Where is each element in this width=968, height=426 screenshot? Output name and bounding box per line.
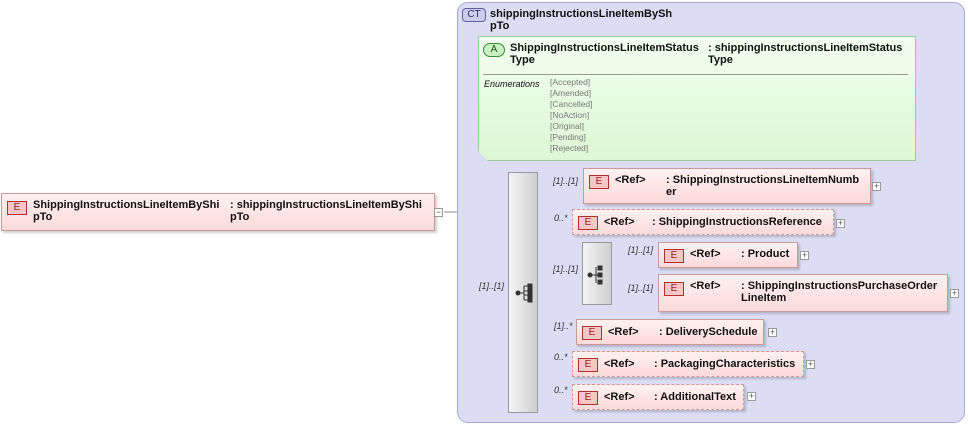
element-name: : ShippingInstructionsPurchaseOrder Line… [741, 280, 938, 304]
element-name: : Product [741, 248, 790, 260]
element-shipping-instructions-line-item-number[interactable]: E <Ref> : ShippingInstructionsLineItemNu… [583, 168, 871, 204]
root-element-box[interactable]: E ShippingInstructionsLineItemByShi pTo … [1, 193, 435, 231]
cardinality-label: [1]..* [554, 321, 573, 331]
complex-type-name: shippingInstructionsLineItemBySh pTo [490, 8, 673, 32]
complex-type-badge: CT [462, 8, 486, 22]
enum-value: [Pending] [550, 132, 586, 142]
expand-icon[interactable]: + [747, 391, 756, 401]
ref-label: <Ref> [608, 326, 639, 338]
element-badge: E [664, 249, 684, 263]
enum-value: [Rejected] [550, 143, 589, 153]
enumerations-label: Enumerations [484, 79, 540, 89]
attribute-box[interactable] [478, 36, 916, 161]
element-packaging-characteristics[interactable]: E <Ref> : PackagingCharacteristics [572, 351, 804, 377]
element-name: : ShippingInstructionsLineItemNumb er [666, 174, 860, 198]
cardinality-label: [1]..[1] [628, 283, 654, 293]
collapse-icon[interactable]: − [434, 207, 443, 217]
root-element-name: ShippingInstructionsLineItemByShi pTo [33, 199, 220, 223]
ref-label: <Ref> [615, 174, 646, 186]
enum-value: [Original] [550, 121, 585, 131]
element-delivery-schedule[interactable]: E <Ref> : DeliverySchedule [576, 319, 764, 345]
element-product[interactable]: E <Ref> : Product [658, 242, 798, 268]
enum-value: [Accepted] [550, 77, 591, 87]
cardinality-label: [1]..[1] [628, 245, 654, 255]
ref-label: <Ref> [690, 280, 721, 292]
element-name: : PackagingCharacteristics [654, 358, 796, 370]
sequence-cardinality: [1]..[1] [479, 281, 505, 291]
element-shipping-instructions-reference[interactable]: E <Ref> : ShippingInstructionsReference [572, 209, 834, 235]
ref-label: <Ref> [604, 391, 635, 403]
attribute-divider [483, 74, 908, 75]
choice-cardinality: [1]..[1] [553, 264, 579, 274]
ref-label: <Ref> [690, 248, 721, 260]
enum-value: [Amended] [550, 88, 592, 98]
expand-icon[interactable]: + [836, 218, 845, 228]
expand-icon[interactable]: + [872, 181, 881, 191]
element-shipping-instructions-purchase-order-line-item[interactable]: E <Ref> : ShippingInstructionsPurchaseOr… [658, 274, 948, 312]
element-badge: E [589, 175, 609, 189]
expand-icon[interactable]: + [768, 327, 777, 337]
ref-label: <Ref> [604, 358, 635, 370]
enum-value: [Cancelled] [550, 99, 593, 109]
element-name: : AdditionalText [654, 391, 736, 403]
attribute-type: : shippingInstructionsLineItemStatus Typ… [708, 42, 903, 66]
element-badge: E [582, 326, 602, 340]
enum-value: [NoAction] [550, 110, 590, 120]
sequence-compositor[interactable] [508, 172, 538, 413]
cardinality-label: 0..* [554, 352, 568, 362]
ref-label: <Ref> [604, 216, 635, 228]
expand-icon[interactable]: + [800, 250, 809, 260]
choice-icon [587, 265, 603, 285]
cardinality-label: [1]..[1] [553, 176, 579, 186]
attribute-name: ShippingInstructionsLineItemStatus Type [510, 42, 699, 66]
attribute-badge: A [483, 43, 505, 57]
cardinality-label: 0..* [554, 213, 568, 223]
element-badge: E [664, 282, 684, 296]
element-badge: E [578, 391, 598, 405]
element-additional-text[interactable]: E <Ref> : AdditionalText [572, 384, 744, 410]
sequence-icon [515, 283, 533, 303]
expand-icon[interactable]: + [806, 359, 815, 369]
element-badge: E [578, 358, 598, 372]
element-badge: E [578, 216, 598, 230]
expand-icon[interactable]: + [950, 288, 959, 298]
choice-compositor[interactable] [582, 242, 612, 305]
root-element-type: : shippingInstructionsLineItemByShi pTo [230, 199, 422, 223]
element-badge: E [7, 201, 27, 215]
element-name: : DeliverySchedule [659, 326, 758, 338]
cardinality-label: 0..* [554, 385, 568, 395]
element-name: : ShippingInstructionsReference [652, 216, 822, 228]
